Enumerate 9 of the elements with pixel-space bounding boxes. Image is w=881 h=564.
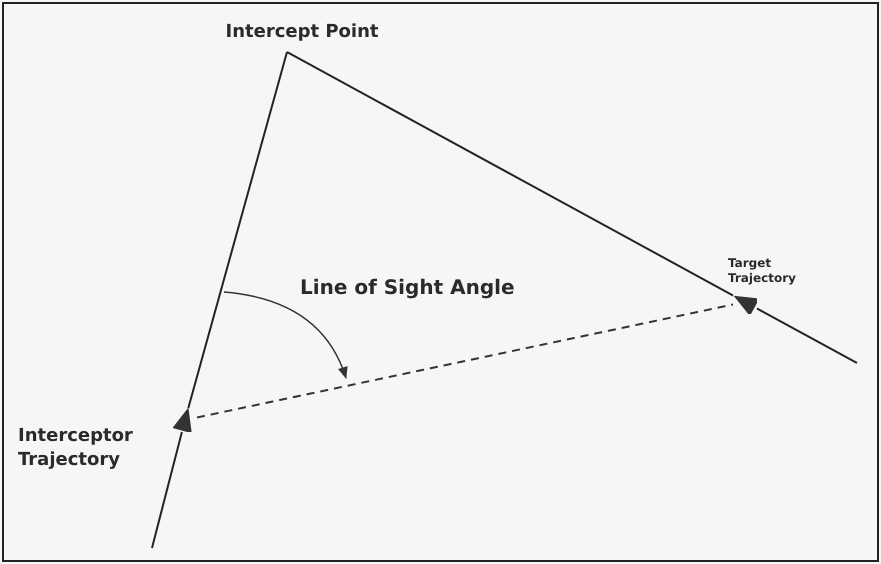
trajectory-line [286, 51, 734, 296]
trajectory-line [756, 308, 858, 364]
text-label: Intercept Point [222, 18, 382, 52]
text-label: Interceptor Trajectory [18, 424, 168, 474]
line-of-sight [196, 304, 734, 418]
angle-label: Line of Sight Angle [300, 274, 515, 301]
trajectory-line [151, 432, 183, 548]
text-label: Target Trajectory [728, 256, 818, 288]
trajectory-line [187, 52, 288, 408]
